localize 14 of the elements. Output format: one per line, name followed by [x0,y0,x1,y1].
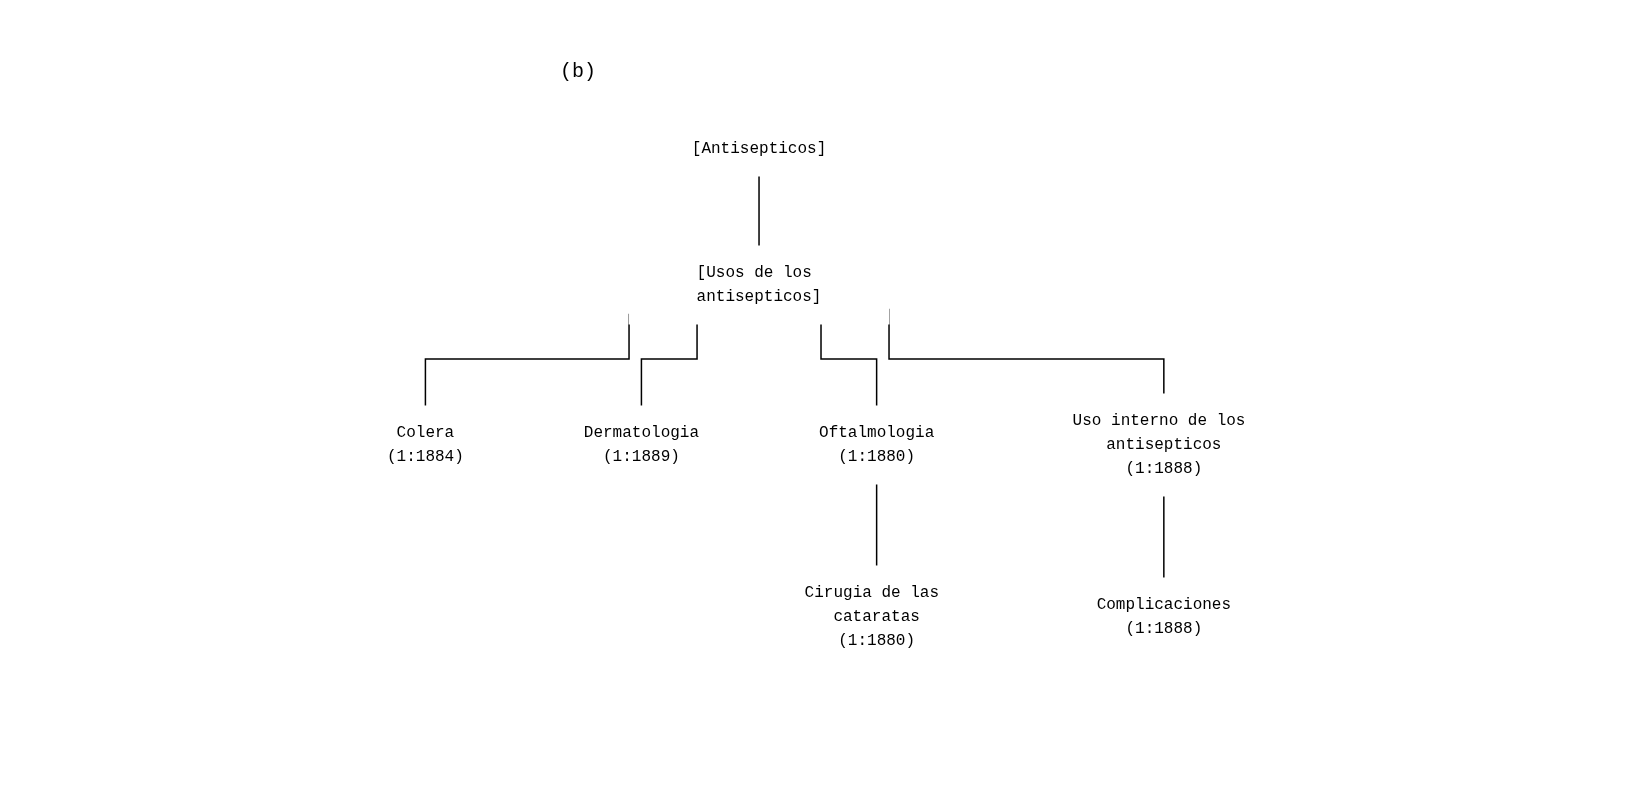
connector [640,323,698,407]
connector [757,175,760,247]
node-text: Cirugia de las cataratas (1:1880) [804,583,939,650]
note-label: (b) [560,60,596,83]
node-text: Oftalmologia (1:1880) [818,423,934,466]
node-text: Complicaciones (1:1888) [1096,595,1231,638]
connector [1162,495,1165,579]
node-text: [Usos de los antisepticos] [696,264,822,306]
node-text: Uso interno de los antisepticos (1:1888) [1072,411,1246,478]
connector [819,323,877,407]
node-text: Colera (1:1884) [386,423,464,466]
connector [875,483,877,567]
node-text: Dermatologia (1:1889) [583,423,699,466]
node-text: [Antisepticos] [691,140,826,158]
